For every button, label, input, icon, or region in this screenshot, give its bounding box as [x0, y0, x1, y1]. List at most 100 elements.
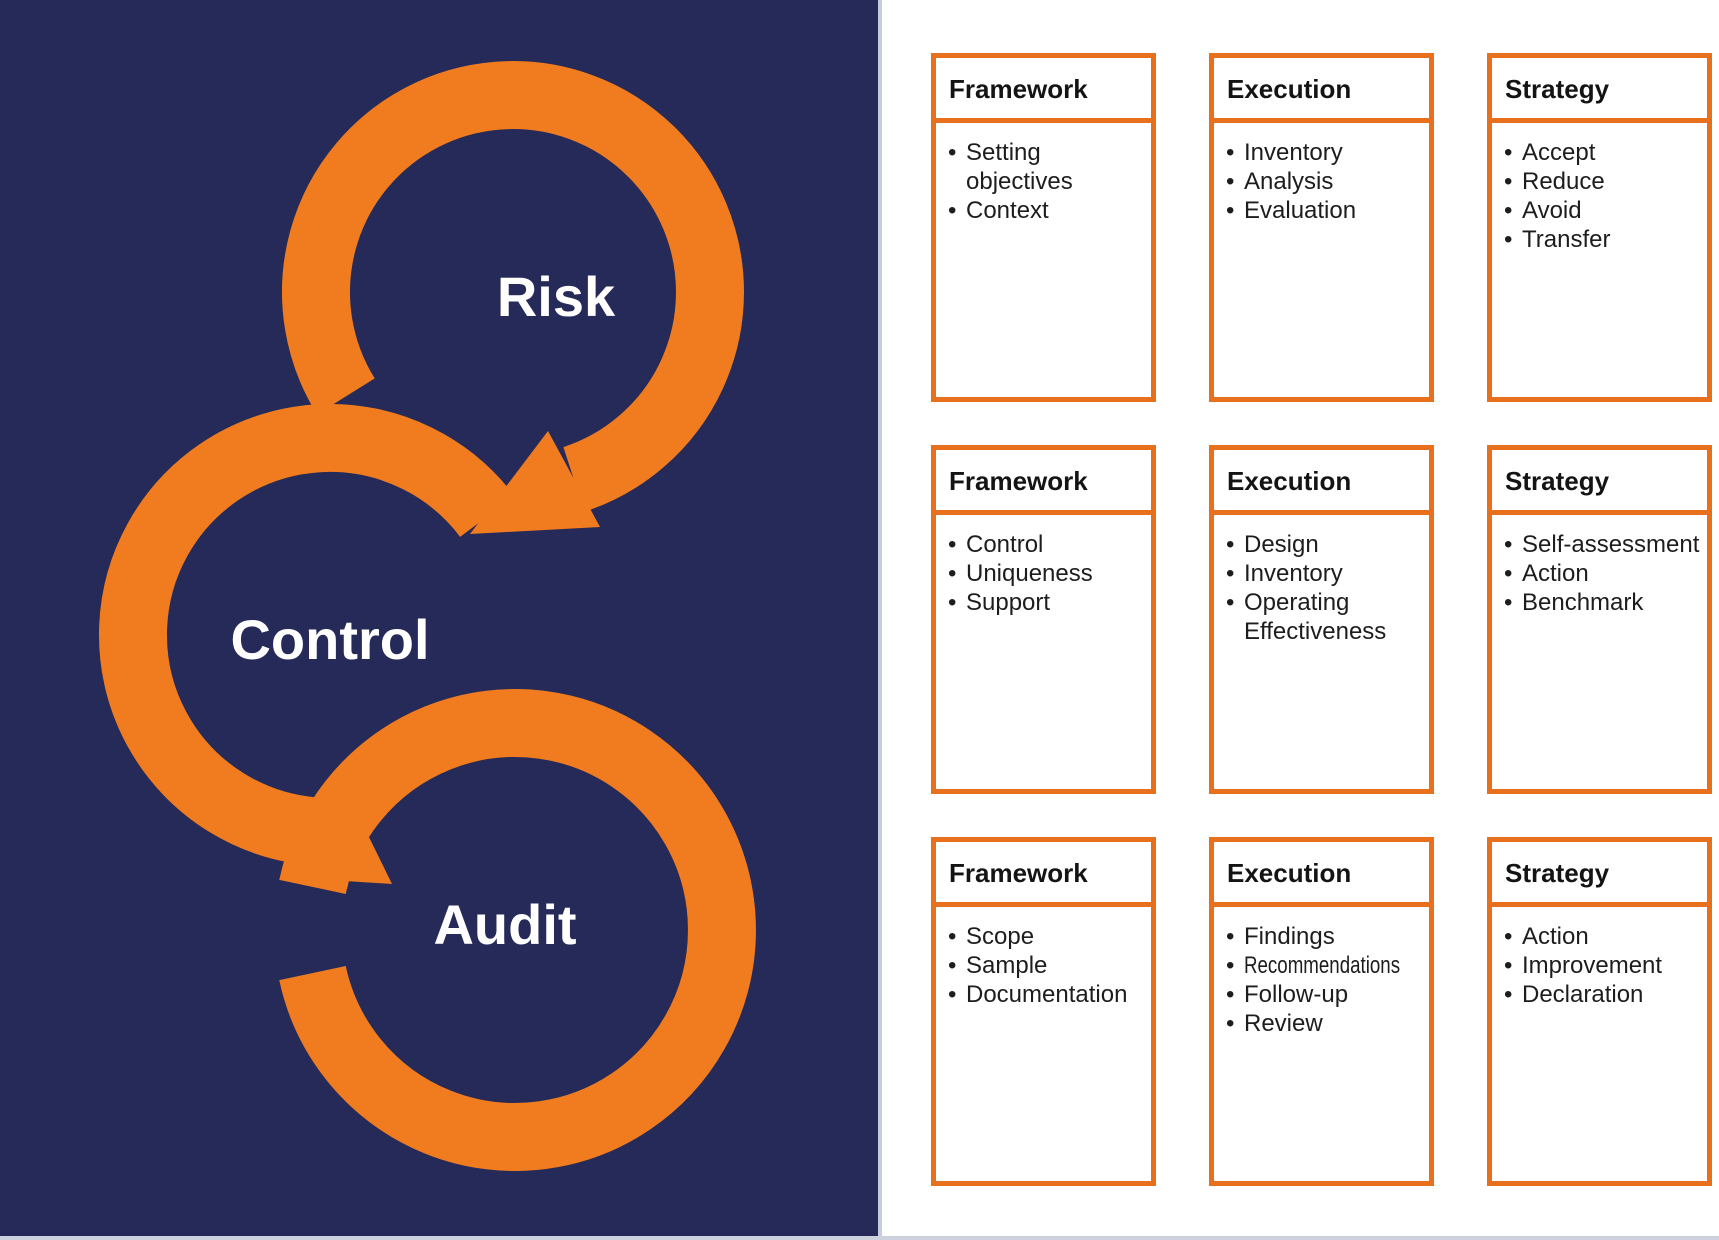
bullet-item: • Inventory [1226, 559, 1425, 588]
matrix-box-row1-execution: Execution•Inventory•Analysis•Evaluation [1209, 53, 1434, 402]
bullet-item-line: Evaluation [1244, 197, 1357, 224]
bullet-item-text: Avoid [1522, 196, 1582, 225]
box-title: Strategy [1492, 842, 1707, 907]
box-item-list: •Accept•Reduce•Avoid•Transfer [1492, 123, 1707, 254]
box-item-list: • Scope • Sample•Documentation [936, 907, 1151, 1009]
bullet-item: •Accept [1504, 138, 1703, 167]
bullet-item-text: Inventory [1244, 138, 1343, 167]
bullet-item: • Benchmark [1504, 588, 1703, 617]
bullet-item: • Scope [948, 922, 1147, 951]
matrix-box-row3-strategy: Strategy • Action • Improvement • Declaration [1487, 837, 1712, 1186]
bullet-item-text: Support [966, 588, 1050, 617]
bullet-item-line: Operating [1244, 589, 1350, 616]
bullet-item: • Declaration [1504, 980, 1703, 1009]
bullet-icon: • [948, 531, 957, 558]
bullet-item: •Documentation [948, 980, 1147, 1009]
risk-ring [282, 61, 744, 512]
bullet-item-line: Self-assessment [1522, 531, 1700, 558]
bullet-item-line: Avoid [1522, 197, 1582, 224]
bullet-item-line: Control [966, 531, 1044, 558]
bullet-icon: • [1226, 168, 1235, 195]
bullet-item-line: Inventory [1244, 139, 1343, 166]
bullet-item-line: objectives [966, 168, 1073, 195]
bullet-item-text: Recommendations [1244, 951, 1401, 980]
matrix-box-row2-strategy: Strategy • Self-assessment•Action• Benchmar… [1487, 445, 1712, 794]
box-item-list: •Findings•Recommendations•Follow-up•Revi… [1214, 907, 1429, 1038]
bullet-item-text: Benchmark [1522, 588, 1643, 617]
bullet-item: • Findings [1226, 922, 1425, 951]
box-title: Strategy [1492, 450, 1707, 515]
bullet-icon: • [1504, 923, 1513, 950]
bullet-item: • Design [1226, 530, 1425, 559]
bullet-item: • Action [1504, 922, 1703, 951]
bullet-item-text: Documentation [966, 980, 1127, 1009]
bullet-item-text: Inventory [1244, 559, 1343, 588]
bullet-item-text: Findings [1244, 922, 1335, 951]
bullet-icon: • [948, 923, 957, 950]
matrix-box-row3-execution: Execution • Findings • Recommendations•Follo… [1209, 837, 1434, 1186]
bullet-item-text: Action [1522, 559, 1589, 588]
bullet-item-line: Action [1522, 560, 1589, 587]
control-ring [99, 403, 515, 866]
bullet-item-text: Sample [966, 951, 1047, 980]
bullet-icon: • [1226, 531, 1235, 558]
bullet-icon: • [948, 560, 957, 587]
bullet-item: • Self-assessment [1504, 530, 1703, 559]
bullet-item-line: Scope [966, 923, 1035, 950]
bullet-item: •Action [1504, 559, 1703, 588]
bullet-icon: • [948, 952, 957, 979]
box-title: Execution [1214, 842, 1429, 907]
bullet-item-line: Inventory [1244, 560, 1343, 587]
bullet-item-line: Setting [966, 139, 1041, 166]
box-title: Framework [936, 450, 1151, 515]
bullet-icon: • [1504, 531, 1513, 558]
box-item-list: • Control • Uniqueness•Support [936, 515, 1151, 617]
bullet-item-line: Documentation [966, 981, 1128, 1008]
bullet-icon: • [1226, 923, 1235, 950]
bullet-icon: • [1226, 139, 1235, 166]
bullet-item-text: Uniqueness [966, 559, 1093, 588]
bullet-item-text: Accept [1522, 138, 1595, 167]
bullet-item-text: Context [966, 196, 1049, 225]
matrix-box-row3-framework: Framework•Scope•Sample•Documentation [931, 837, 1156, 1186]
bullet-item-line: Findings [1244, 923, 1335, 950]
bullet-icon: • [1504, 981, 1513, 1008]
bullet-item-line: Review [1244, 1010, 1323, 1037]
bullet-item-line: Sample [966, 952, 1048, 979]
audit-ring [279, 689, 756, 1171]
bullet-item: • Improvement [1504, 951, 1703, 980]
bullet-item: •Transfer [1504, 225, 1703, 254]
bullet-icon: • [1226, 981, 1235, 1008]
bullet-icon: • [1226, 560, 1235, 587]
bullet-icon: • [1504, 952, 1513, 979]
box-title: Framework [936, 58, 1151, 123]
bullet-item-text: Improvement [1522, 951, 1662, 980]
bullet-item-line: Uniqueness [966, 560, 1093, 587]
bullet-item: •Support [948, 588, 1147, 617]
box-title: Execution [1214, 450, 1429, 515]
matrix-box-row2-framework: Framework • Control • Uniqueness•Support [931, 445, 1156, 794]
bullet-item-line: Context [966, 197, 1049, 224]
bullet-item-line: Recommendations [1244, 952, 1401, 979]
bullet-item: •Context [948, 196, 1147, 225]
bullet-icon: • [948, 139, 957, 166]
box-item-list: • Action • Improvement • Declaration [1492, 907, 1707, 1009]
risk-arrowhead-icon [470, 431, 600, 534]
bullet-icon: • [1504, 589, 1513, 616]
box-title: Execution [1214, 58, 1429, 123]
bullet-item-text: Reduce [1522, 167, 1605, 196]
bullet-item-line: Benchmark [1522, 589, 1644, 616]
bullet-icon: • [1504, 168, 1513, 195]
bullet-item-text: Design [1244, 530, 1319, 559]
control-label: Control [230, 608, 429, 671]
bullet-item-line: Action [1522, 923, 1589, 950]
bullet-item-text: Control [966, 530, 1043, 559]
bullet-item: •Follow-up [1226, 980, 1425, 1009]
bullet-item-line: Transfer [1522, 226, 1611, 253]
bullet-item-line: Improvement [1522, 952, 1663, 979]
bullet-item-line: Declaration [1522, 981, 1644, 1008]
